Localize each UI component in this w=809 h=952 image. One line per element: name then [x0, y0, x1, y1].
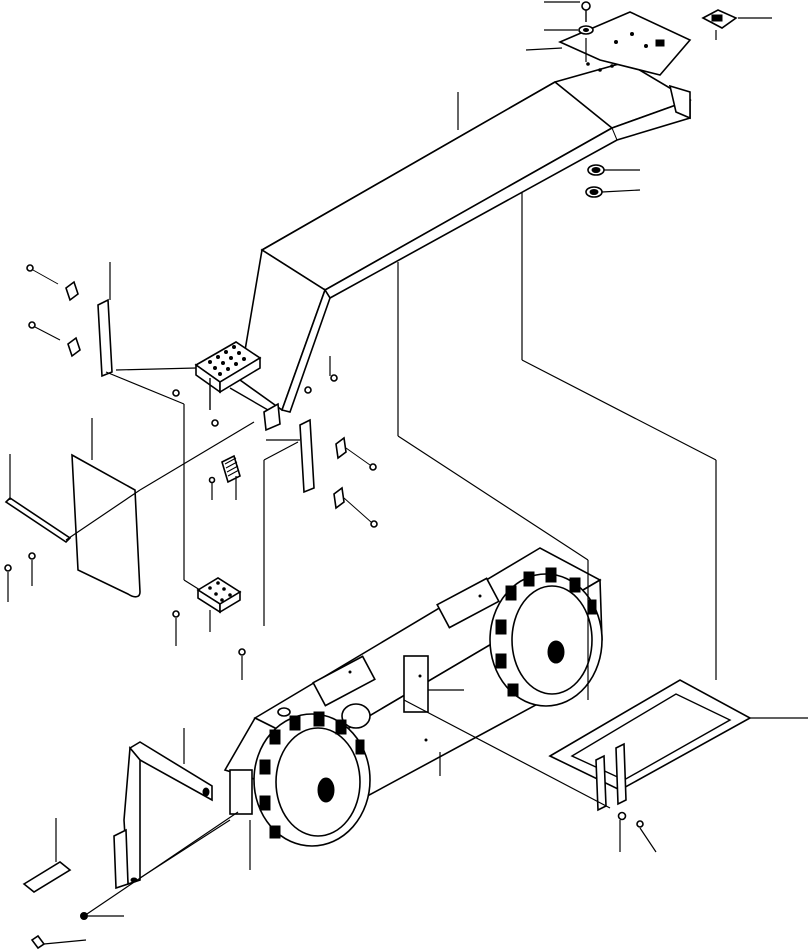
front-idler-wheel[interactable] [253, 711, 371, 847]
right-bolts[interactable] [333, 436, 378, 528]
cover-panel[interactable] [71, 453, 141, 598]
lower-step[interactable] [172, 577, 246, 656]
top-mount-plate[interactable] [558, 11, 692, 76]
nut-lower[interactable] [585, 186, 603, 198]
assembly-lines [65, 38, 717, 917]
left-mount-bracket[interactable] [97, 298, 113, 378]
reflector[interactable] [208, 454, 241, 484]
long-rod[interactable] [4, 496, 72, 572]
nut-upper[interactable] [587, 164, 605, 176]
side-support-leg[interactable] [22, 741, 213, 893]
triangle-support[interactable] [548, 679, 752, 828]
top-bolt[interactable] [581, 1, 591, 22]
front-boom-frame[interactable] [239, 61, 692, 413]
upper-step[interactable] [194, 341, 281, 432]
callout-leaders [7, 1, 808, 945]
top-bracket-plate[interactable] [701, 9, 738, 29]
rear-sprocket-wheel[interactable] [489, 567, 603, 707]
top-washer[interactable] [578, 25, 594, 35]
right-mount-bracket[interactable] [299, 418, 315, 494]
left-bolts[interactable] [26, 264, 338, 427]
